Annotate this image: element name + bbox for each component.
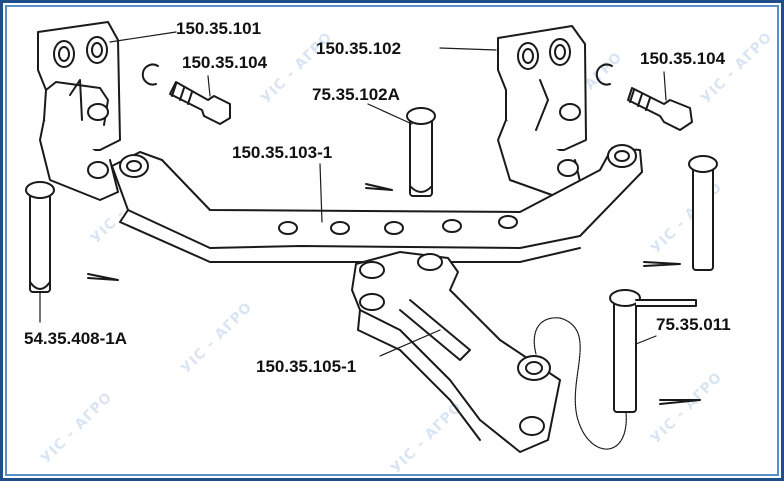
cotter-pins (87, 183, 701, 405)
label-150-35-104-right: 150.35.104 (640, 49, 726, 68)
label-150-35-104-left: 150.35.104 (182, 53, 268, 72)
link-arm (351, 251, 561, 453)
label-150-35-102: 150.35.102 (316, 39, 402, 58)
bracket-left (37, 21, 121, 201)
pin-right (688, 155, 718, 271)
pin-handle (609, 289, 697, 413)
crossbar (111, 144, 643, 263)
pin-left (25, 181, 55, 293)
label-75-35-102a: 75.35.102А (312, 85, 400, 104)
label-75-35-011: 75.35.011 (656, 315, 731, 334)
label-150-35-103-1: 150.35.103-1 (232, 143, 333, 162)
ring-left (141, 63, 159, 86)
label-150-35-105-1: 150.35.105-1 (256, 357, 357, 376)
bracket-right (497, 25, 587, 201)
chain-wire (533, 317, 627, 450)
bolt-right (627, 87, 693, 131)
ring-right (595, 63, 613, 86)
inner-frame (5, 5, 779, 476)
pin-center (406, 107, 436, 197)
label-54-35-408-1a: 54.35.408-1А (24, 329, 128, 348)
label-150-35-101: 150.35.101 (176, 19, 262, 38)
bolt-left (169, 81, 231, 125)
